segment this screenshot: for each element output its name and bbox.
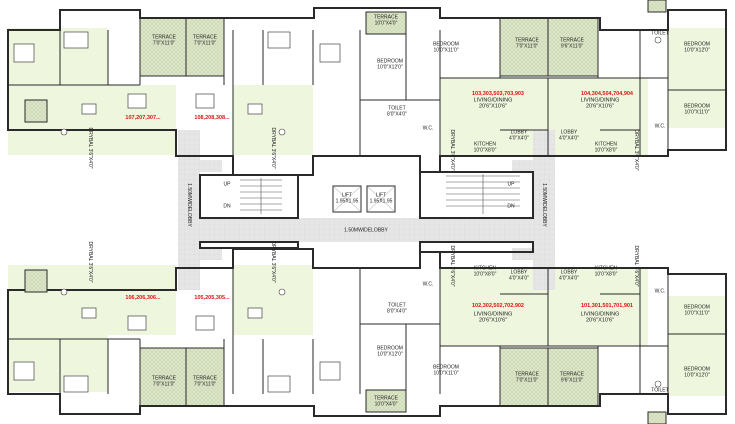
bedroom-label: BEDROOM 10'0"X11'0"	[684, 304, 710, 316]
unit-number: 106,206,306...	[125, 295, 161, 301]
stair-up-label: UP	[507, 181, 515, 188]
unit-number: 107,207,307...	[125, 115, 161, 121]
central-lobby	[178, 130, 555, 290]
drybal-label: DRYBAL 3'6"X4'0"	[270, 241, 276, 283]
wc-label: W.C.	[422, 281, 434, 288]
sanitary-fixtures	[60, 36, 662, 388]
terrace-label: TERRACE 7'0"X11'0"	[152, 34, 176, 46]
kitchen-label: KITCHEN 10'0"X8'0"	[473, 141, 497, 153]
beds	[13, 31, 341, 393]
lobby-label: LOBBY 4'0"X4'0"	[559, 129, 579, 141]
bedroom-label: BEDROOM 10'0"X12'0"	[684, 366, 710, 378]
unit-number: 104,304,504,704,904	[581, 91, 633, 97]
living-dining-label: LIVING/DINING 20'6"X10'6"	[473, 311, 513, 323]
toilet-label: TOILET	[651, 387, 669, 394]
lift-label: LIFT 1.95X1.95	[335, 192, 359, 204]
terrace-label: TERRACE 10'0"X4'0"	[374, 14, 398, 26]
wide-lobby-label: 1.50MWIDELOBBY	[186, 183, 192, 227]
dining-tables	[81, 93, 263, 331]
bedroom-label: BEDROOM 10'0"X11'0"	[433, 364, 459, 376]
drybal-label: DRYBAL 3'6"X4'0"	[87, 127, 93, 169]
lobby-label: LOBBY 4'0"X4'0"	[509, 269, 529, 281]
wc-label: W.C.	[654, 288, 666, 295]
stair-down-label: DN	[223, 203, 231, 210]
lift-shafts	[332, 185, 396, 213]
unit-number: 108,208,308...	[194, 115, 230, 121]
bedroom-label: BEDROOM 10'0"X11'0"	[433, 41, 459, 53]
terrace-label: TERRACE 10'0"X4'0"	[374, 395, 398, 407]
corner-balconies	[24, 0, 667, 424]
staircases	[240, 174, 520, 214]
bedroom-label: BEDROOM 10'0"X12'0"	[684, 41, 710, 53]
internal-walls	[8, 18, 726, 406]
drybal-label: DRYBAL 3'6"X4'0"	[633, 245, 639, 287]
terrace-label: TERRACE 7'0"X11'0"	[152, 375, 176, 387]
living-dining-label: LIVING/DINING 20'6"X10'6"	[473, 97, 513, 109]
drybal-label: DRYBAL 3'6"X4'0"	[87, 241, 93, 283]
drybal-label: DRYBAL 3'6"X4'0"	[633, 129, 639, 171]
drybal-label: DRYBAL 3'6"X4'0"	[449, 245, 455, 287]
terraces	[139, 11, 599, 413]
terrace-label: TERRACE 7'0"X11'0"	[193, 375, 217, 387]
terrace-label: TERRACE 7'0"X11'0"	[193, 34, 217, 46]
bedroom-label: BEDROOM 10'0"X11'0"	[684, 103, 710, 115]
toilet-label: TOILET 8'0"X4'0"	[387, 105, 407, 117]
unit-number: 101,301,501,701,901	[581, 303, 633, 309]
drybal-label: DRYBAL 3'6"X4'0"	[270, 127, 276, 169]
walls	[7, 7, 727, 417]
kitchen-label: KITCHEN 10'0"X8'0"	[594, 141, 618, 153]
drybal-label: DRYBAL 3'6"X4'0"	[449, 129, 455, 171]
living-dining-label: LIVING/DINING 20'6"X10'6"	[580, 311, 620, 323]
terrace-label: TERRACE 9'6"X11'0"	[560, 37, 584, 49]
bedroom-label: BEDROOM 10'0"X12'0"	[377, 58, 403, 70]
wide-lobby-label: 1.50MWIDELOBBY	[541, 183, 547, 227]
lift-label: LIFT 1.95X1.95	[369, 192, 393, 204]
stair-up-label: UP	[223, 181, 231, 188]
unit-number: 102,302,502,702,902	[472, 303, 524, 309]
stair-down-label: DN	[507, 203, 515, 210]
kitchen-label: KITCHEN 10'0"X8'0"	[594, 265, 618, 277]
kitchen-label: KITCHEN 10'0"X8'0"	[473, 265, 497, 277]
toilet-label: TOILET	[651, 30, 669, 37]
lobby-label: LOBBY 4'0"X4'0"	[559, 269, 579, 281]
toilet-label: TOILET 8'0"X4'0"	[387, 302, 407, 314]
terrace-label: TERRACE 7'0"X11'0"	[515, 371, 539, 383]
unit-number: 103,303,503,703,903	[472, 91, 524, 97]
wc-label: W.C.	[422, 125, 434, 132]
terrace-label: TERRACE 7'0"X11'0"	[515, 37, 539, 49]
lobby-label: LOBBY 4'0"X4'0"	[509, 129, 529, 141]
terrace-label: TERRACE 9'6"X11'0"	[560, 371, 584, 383]
unit-number: 105,205,305...	[194, 295, 230, 301]
wide-lobby-label: 1.50MWIDELOBBY	[344, 227, 388, 234]
living-dining-label: LIVING/DINING 20'6"X10'6"	[580, 97, 620, 109]
bedroom-label: BEDROOM 10'0"X12'0"	[377, 345, 403, 357]
wc-label: W.C.	[654, 123, 666, 130]
